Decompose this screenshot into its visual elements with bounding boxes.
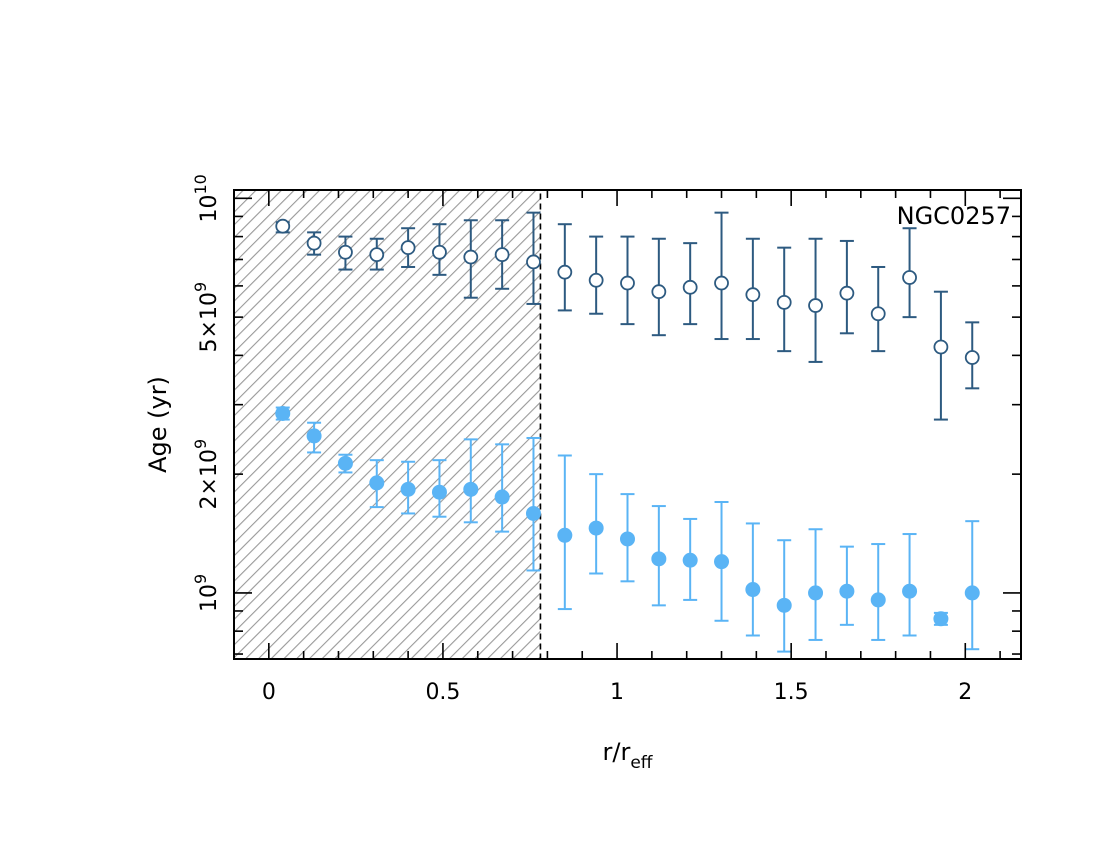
y-tick-label-base: 10 xyxy=(197,195,222,223)
galaxy-name-label: NGC0257 xyxy=(897,202,1011,230)
filled-circle-point xyxy=(400,481,416,497)
y-tick-label: 2×109 xyxy=(191,439,222,510)
shaded-region-hatch xyxy=(234,190,541,659)
axis-ticks-layer xyxy=(233,190,1021,659)
y-axis-label: Age (yr) xyxy=(144,376,172,473)
filled-circle-point xyxy=(306,428,322,444)
filled-circle-point xyxy=(651,551,667,567)
open-circle-point xyxy=(745,287,761,303)
filled-circle-point xyxy=(902,583,918,599)
filled-circle-point xyxy=(839,583,855,599)
open-circle-point xyxy=(839,285,855,301)
error-bar xyxy=(495,443,510,533)
filled-circle-point xyxy=(682,552,698,568)
open-circle-point xyxy=(338,244,353,260)
data-points-layer xyxy=(275,218,980,627)
open-circle-point xyxy=(651,284,667,300)
excluded-region-layer xyxy=(233,189,542,660)
error-bar xyxy=(745,522,760,637)
open-circle-point xyxy=(933,339,949,355)
y-tick-label: 5×109 xyxy=(191,282,222,353)
filled-circle-point xyxy=(463,481,479,497)
open-circle-point xyxy=(588,272,604,288)
open-circle-point xyxy=(902,270,917,285)
error-bar xyxy=(965,520,980,651)
open-circle-point xyxy=(526,254,541,270)
open-circle-point xyxy=(964,350,980,365)
x-axis-label-main: r/r xyxy=(603,738,631,766)
error-bar xyxy=(526,436,541,572)
y-tick-label: 109 xyxy=(191,574,222,612)
open-circle-point xyxy=(557,264,573,280)
y-tick-label: 1010 xyxy=(191,174,222,222)
open-circle-point xyxy=(714,275,729,291)
y-tick-label-exponent: 9 xyxy=(191,574,210,584)
filled-circle-point xyxy=(525,505,541,521)
open-circle-point xyxy=(776,294,792,310)
open-circle-point xyxy=(400,240,416,256)
error-bar xyxy=(808,528,823,641)
filled-circle-point xyxy=(808,585,824,601)
filled-circle-point xyxy=(745,582,761,598)
filled-circle-point xyxy=(369,475,385,491)
filled-circle-point xyxy=(337,455,353,471)
filled-circle-point xyxy=(275,405,291,421)
filled-circle-point xyxy=(776,597,792,613)
plot-frame xyxy=(233,189,1022,660)
filled-circle-point xyxy=(431,484,447,500)
y-tick-label-base: 5×10 xyxy=(197,292,222,352)
filled-circle-point xyxy=(964,585,980,601)
open-circle-point xyxy=(369,247,385,263)
open-circle-point xyxy=(808,298,823,313)
filled-circle-point xyxy=(557,527,573,543)
open-circle-point xyxy=(463,249,479,265)
error-bar xyxy=(777,539,792,653)
open-circle-point xyxy=(275,218,291,234)
x-axis-label: r/reff xyxy=(603,738,654,773)
filled-circle-point xyxy=(620,531,635,547)
filled-circle-point xyxy=(933,611,949,627)
open-circle-point xyxy=(432,244,447,260)
open-circle-point xyxy=(870,306,886,322)
x-tick-label: 1.5 xyxy=(774,680,809,705)
y-tick-label-exponent: 9 xyxy=(191,439,210,449)
x-tick-label: 1 xyxy=(610,680,624,705)
x-tick-label: 0 xyxy=(262,680,276,705)
y-tick-label-base: 10 xyxy=(197,584,222,612)
y-tick-label-exponent: 10 xyxy=(191,174,210,194)
y-tick-label-exponent: 9 xyxy=(191,282,210,292)
error-bar xyxy=(463,438,478,524)
error-bar xyxy=(933,290,948,421)
open-circle-point xyxy=(494,247,510,263)
filled-circle-point xyxy=(714,554,730,570)
x-tick-label: 2 xyxy=(958,680,972,705)
filled-circle-point xyxy=(494,489,510,505)
open-circle-point xyxy=(306,235,322,251)
x-axis-label-subscript: eff xyxy=(630,753,653,773)
open-circle-point xyxy=(682,279,698,295)
y-tick-label-base: 2×10 xyxy=(197,449,222,509)
filled-circle-point xyxy=(588,520,604,536)
error-bar xyxy=(871,543,886,641)
x-tick-label: 0.5 xyxy=(425,680,460,705)
filled-circle-point xyxy=(870,592,886,608)
open-circle-point xyxy=(620,275,635,291)
